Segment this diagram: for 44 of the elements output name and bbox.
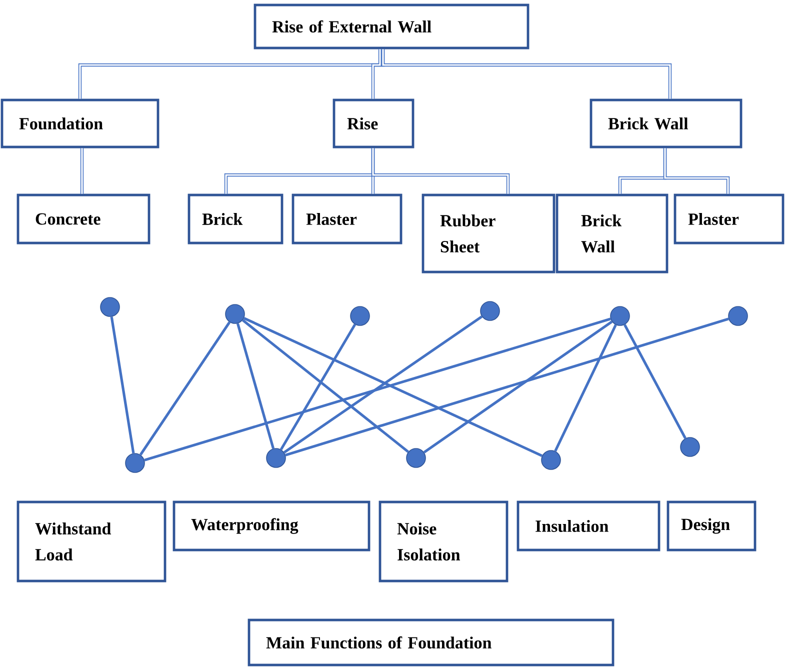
- connector-line: [371, 49, 382, 99]
- text-box: Concrete: [16, 194, 150, 244]
- connector-line: [243, 316, 543, 458]
- dot: [350, 306, 370, 326]
- text-box: Foundation: [0, 98, 160, 148]
- dot: [541, 450, 561, 470]
- dot: [728, 306, 748, 326]
- connector-line: [283, 316, 483, 454]
- text-box: Brick Wall: [556, 194, 668, 274]
- text-box: Main Functions of Foundation: [248, 618, 614, 666]
- dot: [225, 304, 245, 324]
- text-box: Waterproofing: [172, 500, 370, 552]
- text-box: Withstand Load: [16, 500, 166, 582]
- dot: [406, 448, 426, 468]
- dot: [480, 301, 500, 321]
- text-box: Brick: [188, 194, 284, 244]
- connector-line: [554, 324, 617, 452]
- dot: [680, 437, 700, 457]
- text-box: Design: [666, 500, 756, 552]
- connector-line: [110, 316, 135, 454]
- connector-line: [285, 318, 729, 456]
- dot: [610, 306, 630, 326]
- text-box: Plaster: [292, 194, 402, 244]
- connector-line: [139, 322, 231, 456]
- connector-line: [371, 148, 510, 194]
- connector-line: [423, 320, 613, 454]
- connector-line: [663, 148, 730, 194]
- connector-line: [242, 319, 410, 453]
- text-box: Plaster: [674, 194, 784, 244]
- connector-line: [236, 323, 275, 449]
- dot: [266, 448, 286, 468]
- text-box: Rise: [332, 98, 414, 148]
- text-box: Insulation: [516, 500, 660, 552]
- dot: [100, 297, 120, 317]
- dot: [125, 453, 145, 473]
- connector-line: [80, 148, 84, 194]
- connector-line: [624, 324, 686, 439]
- text-box: Rise of External Wall: [254, 4, 530, 50]
- text-box: Rubber Sheet: [422, 194, 556, 274]
- connector-line: [280, 324, 356, 450]
- connector-line: [144, 318, 611, 462]
- text-box: Noise Isolation: [378, 500, 508, 582]
- connector-line: [381, 49, 672, 99]
- text-box: Brick Wall: [590, 98, 742, 148]
